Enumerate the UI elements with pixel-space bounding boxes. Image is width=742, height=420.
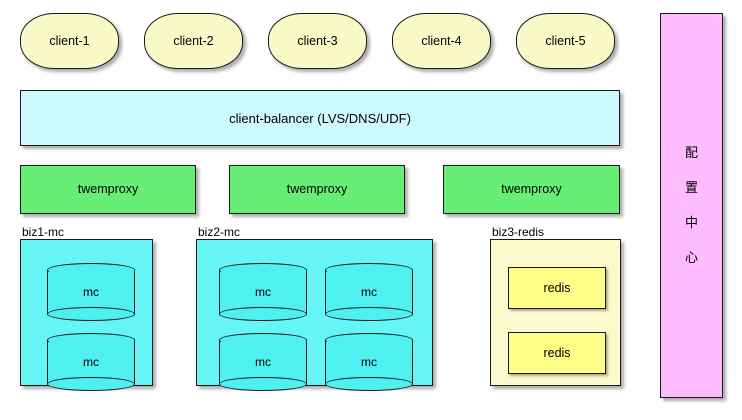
- client-balancer-label: client-balancer (LVS/DNS/UDF): [229, 110, 411, 126]
- cylinder-cover: [220, 340, 306, 349]
- client-node-label: client-4: [421, 33, 462, 48]
- mc-cylinder[interactable]: mc: [47, 333, 135, 391]
- cylinder-cover: [48, 270, 134, 279]
- redis-node[interactable]: redis: [508, 267, 606, 309]
- config-center-char-2: 置: [684, 180, 698, 196]
- mc-cylinder-label: mc: [83, 285, 99, 299]
- twemproxy-node-1[interactable]: twemproxy: [20, 165, 196, 214]
- mc-cylinder[interactable]: mc: [325, 333, 413, 391]
- group-label-biz2-mc: biz2-mc: [198, 225, 241, 240]
- redis-node-label: redis: [543, 281, 571, 295]
- cylinder-cover: [326, 270, 412, 279]
- client-node-3[interactable]: client-3: [268, 13, 367, 69]
- redis-node[interactable]: redis: [508, 332, 606, 374]
- client-node-label: client-2: [173, 33, 214, 48]
- client-node-label: client-5: [545, 33, 586, 48]
- cylinder-cover: [220, 270, 306, 279]
- redis-node-label: redis: [543, 346, 571, 360]
- cylinder-bottom-ellipse: [325, 307, 413, 321]
- group-label-biz3-redis: biz3-redis: [492, 225, 545, 240]
- twemproxy-node-2[interactable]: twemproxy: [229, 165, 405, 214]
- mc-cylinder-label: mc: [255, 285, 271, 299]
- mc-cylinder-label: mc: [361, 285, 377, 299]
- client-node-5[interactable]: client-5: [516, 13, 615, 69]
- mc-cylinder[interactable]: mc: [219, 333, 307, 391]
- group-box-biz2-mc: mc mc mc mc: [196, 239, 433, 391]
- config-center-char-1: 配: [684, 145, 698, 161]
- mc-cylinder-label: mc: [83, 355, 99, 369]
- mc-cylinder-label: mc: [361, 355, 377, 369]
- config-center-panel[interactable]: 配 置 中 心: [660, 13, 723, 398]
- cylinder-cover: [326, 340, 412, 349]
- group-box-biz3-redis: redis redis: [490, 239, 621, 386]
- client-node-1[interactable]: client-1: [20, 13, 119, 69]
- group-label-biz1-mc: biz1-mc: [22, 225, 65, 240]
- group-biz3-redis[interactable]: biz3-redis redis redis: [490, 226, 621, 386]
- mc-cylinder[interactable]: mc: [47, 263, 135, 321]
- mc-cylinder-label: mc: [255, 355, 271, 369]
- twemproxy-label: twemproxy: [77, 182, 139, 197]
- cylinder-bottom-ellipse: [47, 377, 135, 391]
- cylinder-bottom-ellipse: [47, 307, 135, 321]
- cylinder-bottom-ellipse: [219, 377, 307, 391]
- group-biz1-mc[interactable]: biz1-mc mc mc: [20, 225, 153, 391]
- cylinder-cover: [48, 340, 134, 349]
- twemproxy-node-3[interactable]: twemproxy: [443, 165, 620, 214]
- config-center-char-4: 心: [684, 250, 698, 266]
- client-node-label: client-3: [297, 33, 338, 48]
- group-box-biz1-mc: mc mc: [20, 239, 153, 391]
- client-node-4[interactable]: client-4: [392, 13, 491, 69]
- cylinder-bottom-ellipse: [219, 307, 307, 321]
- twemproxy-label: twemproxy: [501, 182, 562, 197]
- client-node-label: client-1: [49, 33, 90, 48]
- mc-cylinder[interactable]: mc: [219, 263, 307, 321]
- config-center-char-3: 中: [684, 215, 698, 231]
- cylinder-bottom-ellipse: [325, 377, 413, 391]
- client-balancer-node[interactable]: client-balancer (LVS/DNS/UDF): [20, 90, 620, 146]
- group-biz2-mc[interactable]: biz2-mc mc mc mc: [196, 225, 433, 391]
- mc-cylinder[interactable]: mc: [325, 263, 413, 321]
- client-node-2[interactable]: client-2: [144, 13, 243, 69]
- twemproxy-label: twemproxy: [286, 182, 348, 197]
